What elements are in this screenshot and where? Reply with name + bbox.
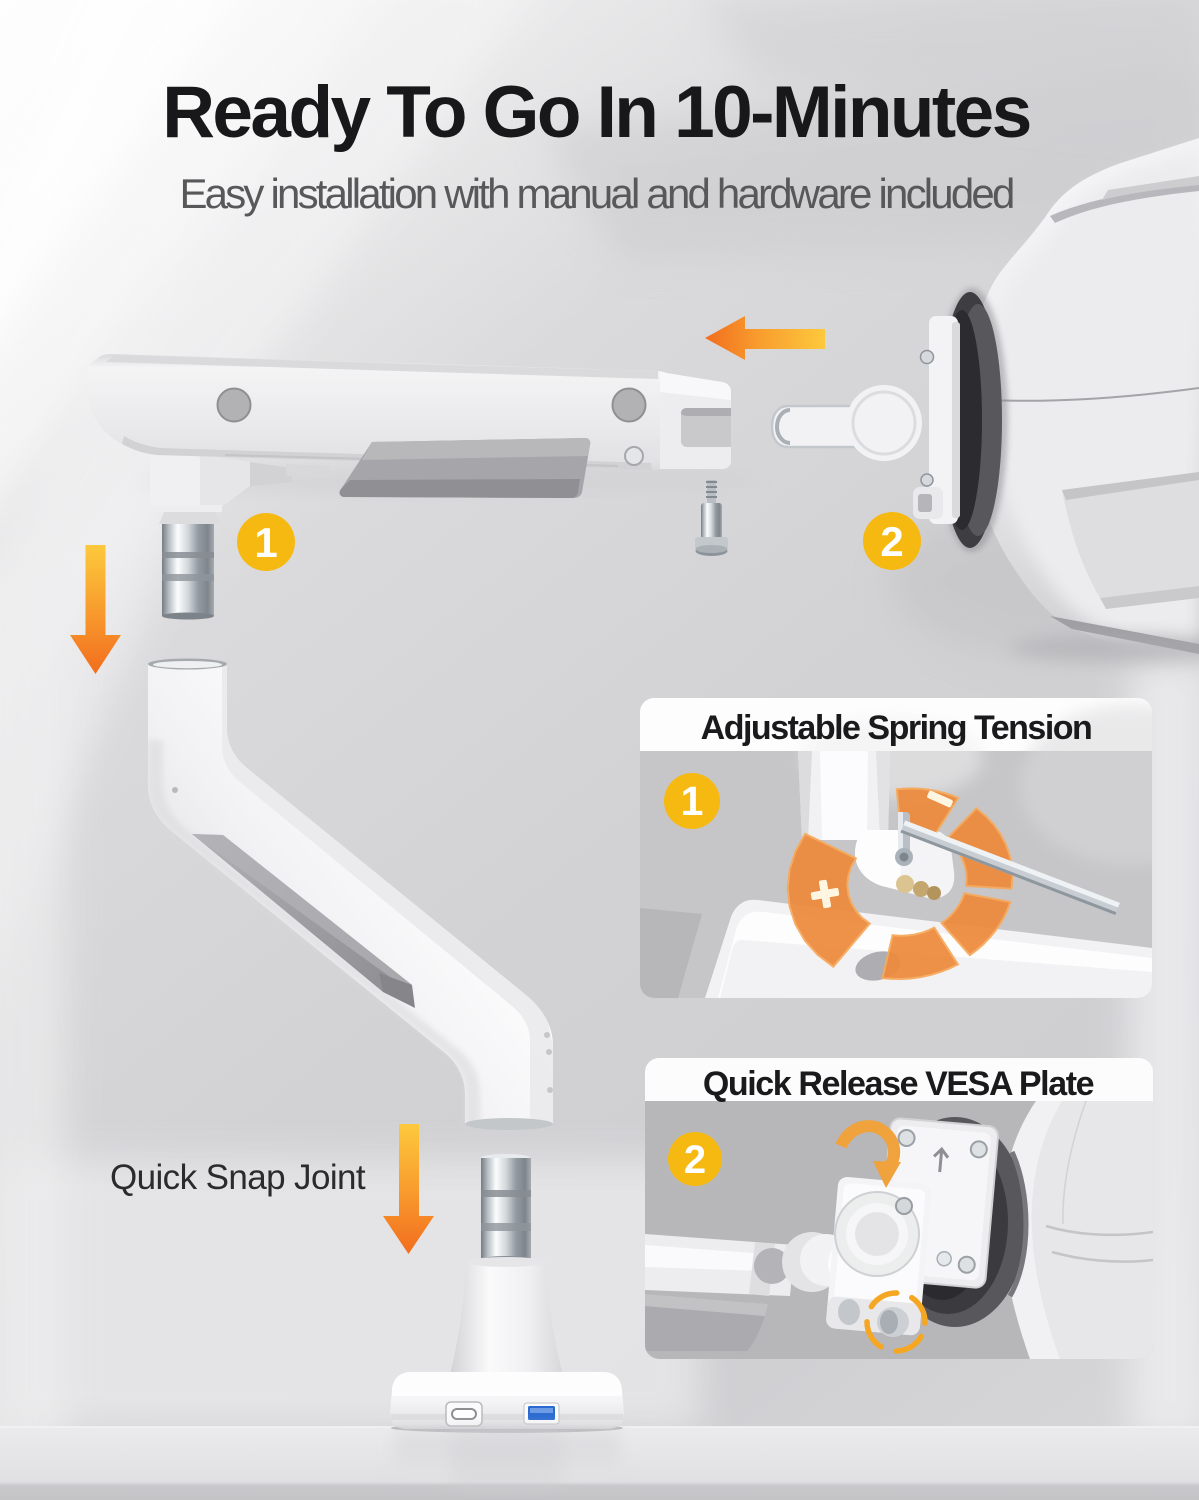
svg-text:Adjustable Spring Tension: Adjustable Spring Tension — [701, 709, 1092, 747]
svg-text:2: 2 — [880, 518, 903, 565]
svg-text:2: 2 — [684, 1138, 706, 1182]
svg-text:1: 1 — [681, 778, 704, 824]
svg-text:Ready To Go In 10-Minutes: Ready To Go In 10-Minutes — [162, 72, 1030, 153]
svg-text:1: 1 — [254, 519, 277, 566]
svg-text:Easy installation with manual: Easy installation with manual and hardwa… — [179, 170, 1013, 217]
svg-text:Quick Snap Joint: Quick Snap Joint — [110, 1158, 366, 1197]
svg-text:Quick Release VESA Plate: Quick Release VESA Plate — [703, 1065, 1094, 1103]
